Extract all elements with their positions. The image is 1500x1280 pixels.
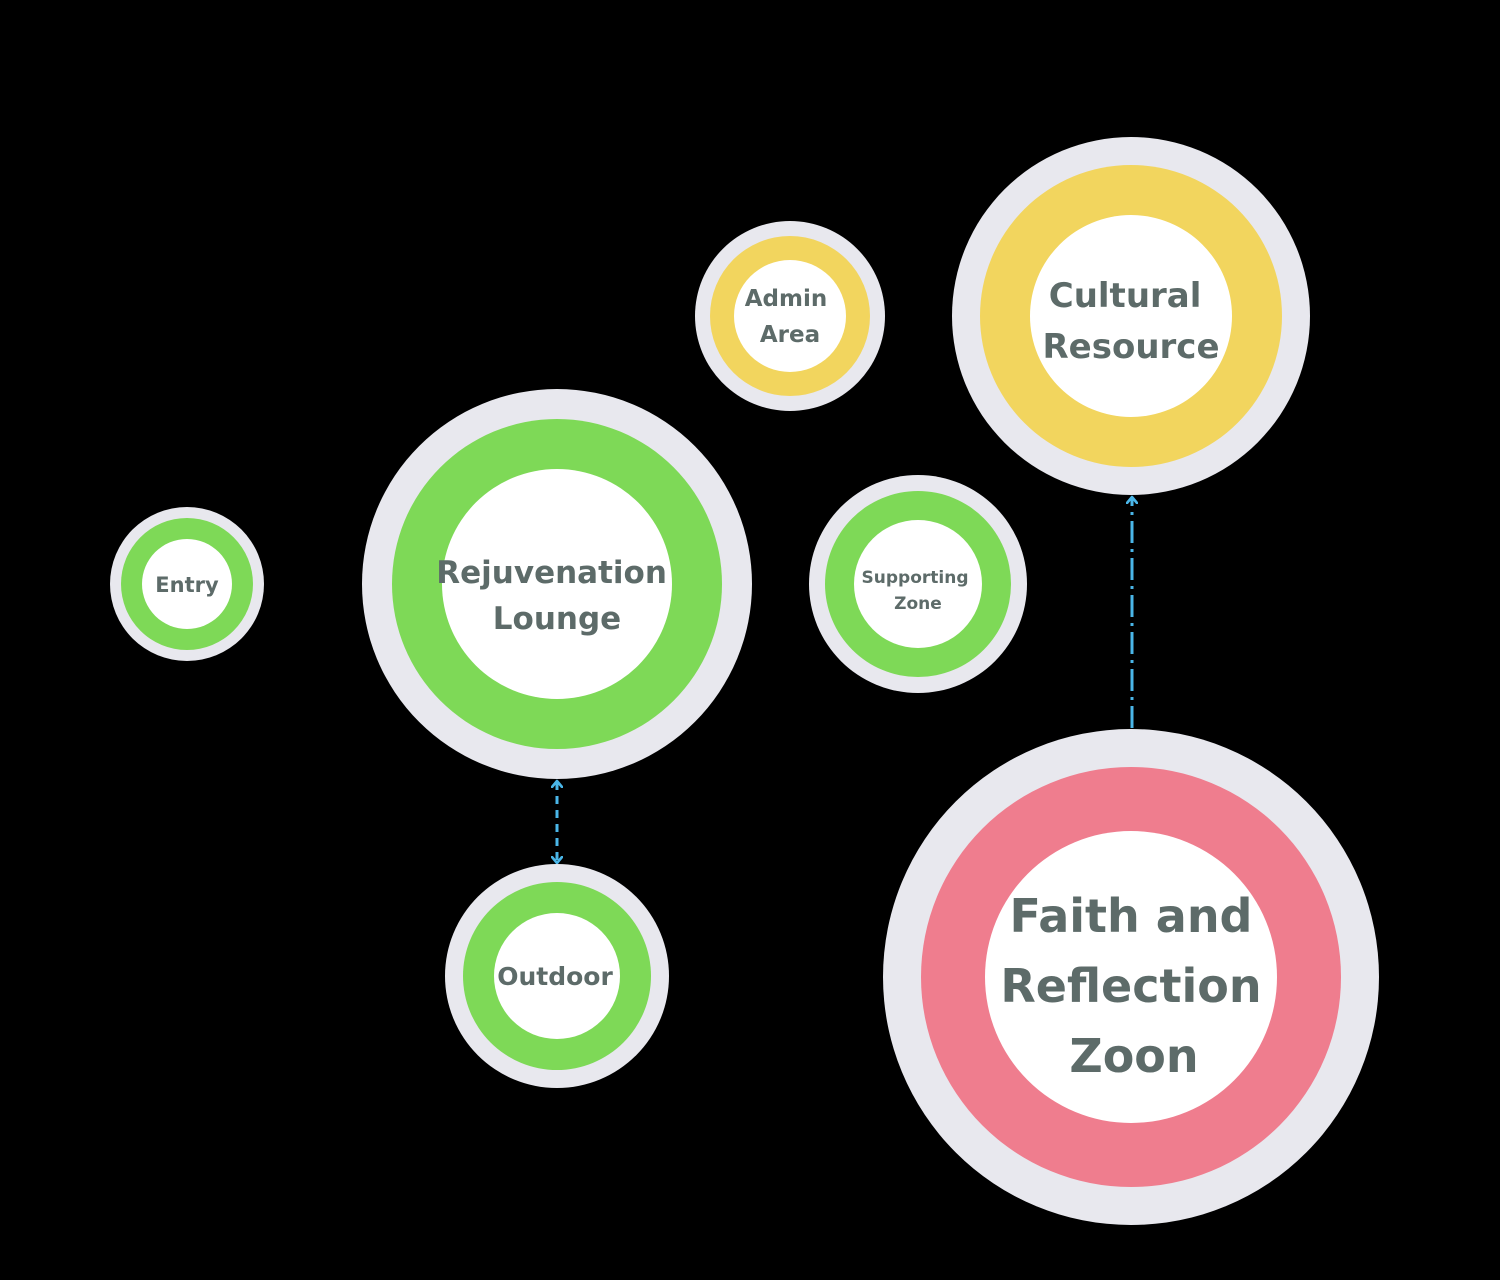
node-label: Entry: [155, 573, 219, 597]
node-label-line: Area: [760, 322, 820, 348]
node-label: Outdoor: [497, 962, 613, 991]
node-label-line: Reflection: [1000, 959, 1261, 1013]
node-label-line: Entry: [155, 573, 219, 597]
node-entry[interactable]: Entry: [110, 507, 264, 661]
node-label-line: Zone: [894, 594, 942, 614]
node-center: [734, 260, 846, 372]
node-center: [854, 520, 982, 648]
node-outdoor[interactable]: Outdoor: [445, 864, 669, 1088]
node-center: [494, 913, 620, 1039]
node-admin-area[interactable]: Admin Area: [695, 221, 885, 411]
node-label-line: Rejuvenation: [436, 555, 667, 591]
node-label-line: Lounge: [493, 601, 621, 637]
node-label-line: Cultural: [1049, 276, 1202, 316]
node-faith-reflection-zoon[interactable]: Faith and Reflection Zoon: [883, 729, 1379, 1225]
node-label-line: Zoon: [1069, 1029, 1198, 1083]
node-center: [1030, 215, 1232, 417]
node-label-line: Faith and: [1009, 889, 1252, 943]
node-supporting-zone[interactable]: Supporting Zone: [809, 475, 1027, 693]
node-center: [985, 831, 1277, 1123]
connectors: [557, 498, 1132, 862]
node-label: Supporting Zone: [862, 568, 975, 614]
node-center: [442, 469, 672, 699]
node-center: [142, 539, 232, 629]
node-label: Cultural Resource: [1042, 276, 1219, 367]
node-label-line: Supporting: [862, 568, 969, 588]
node-label: Rejuvenation Lounge: [436, 555, 677, 637]
node-label-line: Outdoor: [497, 962, 613, 991]
node-label: Admin Area: [745, 286, 836, 348]
node-label-line: Admin: [745, 286, 828, 312]
node-rejuvenation-lounge[interactable]: Rejuvenation Lounge: [362, 389, 752, 779]
node-label-line: Resource: [1042, 327, 1219, 367]
node-cultural-resource[interactable]: Cultural Resource: [952, 137, 1310, 495]
node-label: Faith and Reflection Zoon: [1000, 889, 1277, 1083]
